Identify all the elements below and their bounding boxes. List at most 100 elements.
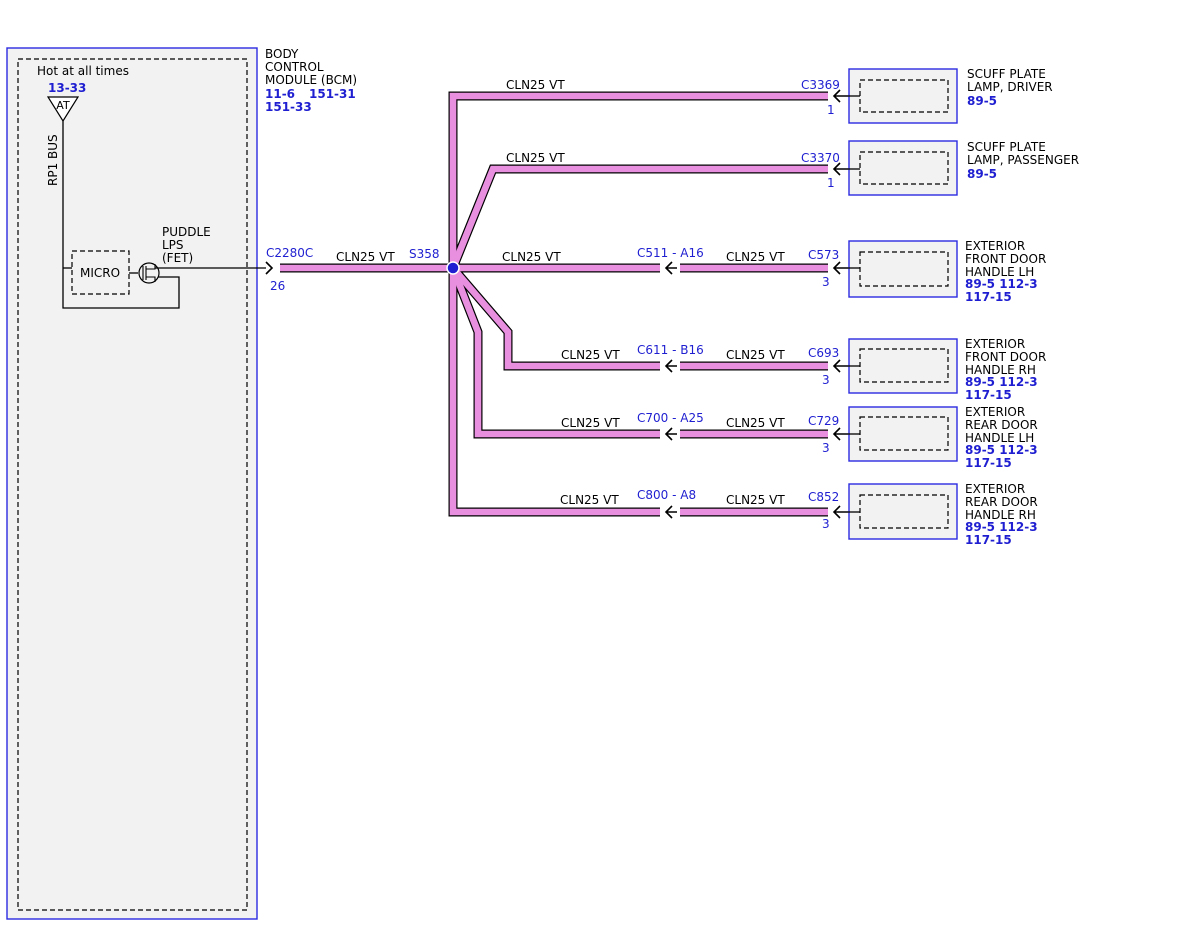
component-name: LAMP, PASSENGER (967, 153, 1079, 167)
component-name: HANDLE RH (965, 363, 1036, 377)
component-inner (859, 151, 949, 185)
component-ref: 89-5 (967, 167, 997, 181)
at-triangle-icon (46, 96, 80, 123)
component-name: SCUFF PLATE (967, 140, 1046, 154)
branch-wire-label: CLN25 VT (506, 78, 565, 92)
branch-wire-label-right: CLN25 VT (726, 493, 785, 507)
bcm-inner-boundary (17, 58, 248, 911)
component-ref: 117-15 (965, 456, 1012, 470)
end-connector-label: C729 (808, 414, 839, 428)
wire-branch-rear-rh-a (449, 268, 660, 516)
bcm-connector-label: C2280C (266, 246, 313, 260)
splice-label: S358 (409, 247, 440, 261)
wires (280, 92, 828, 516)
end-pin-label: 3 (822, 275, 830, 289)
component-name: LAMP, DRIVER (967, 80, 1053, 94)
at-symbol-label: AT (56, 99, 70, 112)
bcm-name-line1: BODY (265, 47, 299, 61)
component-name: EXTERIOR (965, 482, 1025, 496)
output-label-line2: LPS (162, 238, 184, 252)
end-connector-label: C3370 (801, 151, 840, 165)
component-name: REAR DOOR (965, 418, 1038, 432)
component-inner (859, 251, 949, 287)
bcm-name-line2: CONTROL (265, 60, 324, 74)
main-wire-label: CLN25 VT (336, 250, 395, 264)
component-ref: 89-5 112-3 (965, 443, 1038, 457)
wire-branch-rear-lh-a (449, 266, 660, 438)
component-box (848, 338, 958, 394)
inline-connector-label: C700 - A25 (637, 411, 704, 425)
component-name: HANDLE RH (965, 508, 1036, 522)
component-name: REAR DOOR (965, 495, 1038, 509)
component-name: EXTERIOR (965, 405, 1025, 419)
end-connector-label: C3369 (801, 78, 840, 92)
end-connector-label: C573 (808, 248, 839, 262)
end-pin-label: 3 (822, 517, 830, 531)
component-box (848, 68, 958, 124)
bcm-ref-2: 151-31 (309, 87, 356, 101)
end-arrow-icon (832, 505, 848, 519)
end-arrow-icon (832, 359, 848, 373)
bcm-ref-3: 151-33 (265, 100, 312, 114)
end-arrow-icon (832, 162, 848, 176)
bcm-outline (6, 47, 258, 920)
component-box (848, 483, 958, 540)
inline-arrow-icon (664, 505, 677, 519)
branch-wire-label-right: CLN25 VT (726, 250, 785, 264)
component-ref: 89-5 (967, 94, 997, 108)
component-name: EXTERIOR (965, 239, 1025, 253)
component-name: HANDLE LH (965, 431, 1034, 445)
component-ref: 89-5 112-3 (965, 520, 1038, 534)
fet-transistor-icon (138, 262, 160, 284)
bcm-name-line3: MODULE (BCM) (265, 73, 357, 87)
component-ref: 117-15 (965, 290, 1012, 304)
component-name: EXTERIOR (965, 337, 1025, 351)
bcm-pin-label: 26 (270, 279, 285, 293)
component-name: FRONT DOOR (965, 252, 1046, 266)
micro-label: MICRO (80, 266, 120, 280)
end-connector-arrows (832, 89, 848, 519)
wire-branch-passenger-scuff (449, 165, 828, 270)
splice-dot (446, 261, 460, 275)
end-arrow-icon (832, 427, 848, 441)
component-scuff-driver (848, 68, 958, 124)
power-source-label: Hot at all times (37, 64, 129, 78)
branch-wire-label-right: CLN25 VT (726, 416, 785, 430)
component-box (848, 240, 958, 298)
power-source-ref: 13-33 (48, 81, 86, 95)
end-pin-label: 3 (822, 441, 830, 455)
end-arrow-icon (832, 261, 848, 275)
bcm-connector-arrow-icon (265, 261, 274, 275)
component-ref: 89-5 112-3 (965, 277, 1038, 291)
component-ref: 117-15 (965, 388, 1012, 402)
inline-connector-label: C611 - B16 (637, 343, 704, 357)
end-pin-label: 3 (822, 373, 830, 387)
inline-connector-label: C511 - A16 (637, 246, 704, 260)
component-box (848, 406, 958, 462)
component-front-door-lh (848, 240, 958, 298)
branch-wire-label: CLN25 VT (561, 416, 620, 430)
component-ref: 89-5 112-3 (965, 375, 1038, 389)
bus-label: RP1 BUS (46, 134, 60, 186)
branch-wire-label-right: CLN25 VT (726, 348, 785, 362)
micro-box (71, 250, 130, 295)
output-label-line1: PUDDLE (162, 225, 211, 239)
component-name: SCUFF PLATE (967, 67, 1046, 81)
bcm-module: Hot at all times 13-33 AT RP1 BUS MICRO … (6, 47, 266, 920)
end-pin-label: 1 (827, 103, 835, 117)
output-label-line3: (FET) (162, 251, 193, 265)
branch-wire-label: CLN25 VT (506, 151, 565, 165)
branch-wire-label: CLN25 VT (560, 493, 619, 507)
component-front-door-rh (848, 338, 958, 394)
component-scuff-passenger (848, 140, 958, 196)
component-name: HANDLE LH (965, 265, 1034, 279)
inline-connector-arrows (664, 261, 677, 519)
inline-connector-label: C800 - A8 (637, 488, 696, 502)
component-name: FRONT DOOR (965, 350, 1046, 364)
component-box (848, 140, 958, 196)
end-connector-label: C693 (808, 346, 839, 360)
inline-arrow-icon (664, 261, 677, 275)
component-rear-door-rh (848, 483, 958, 540)
inline-arrow-icon (664, 359, 677, 373)
